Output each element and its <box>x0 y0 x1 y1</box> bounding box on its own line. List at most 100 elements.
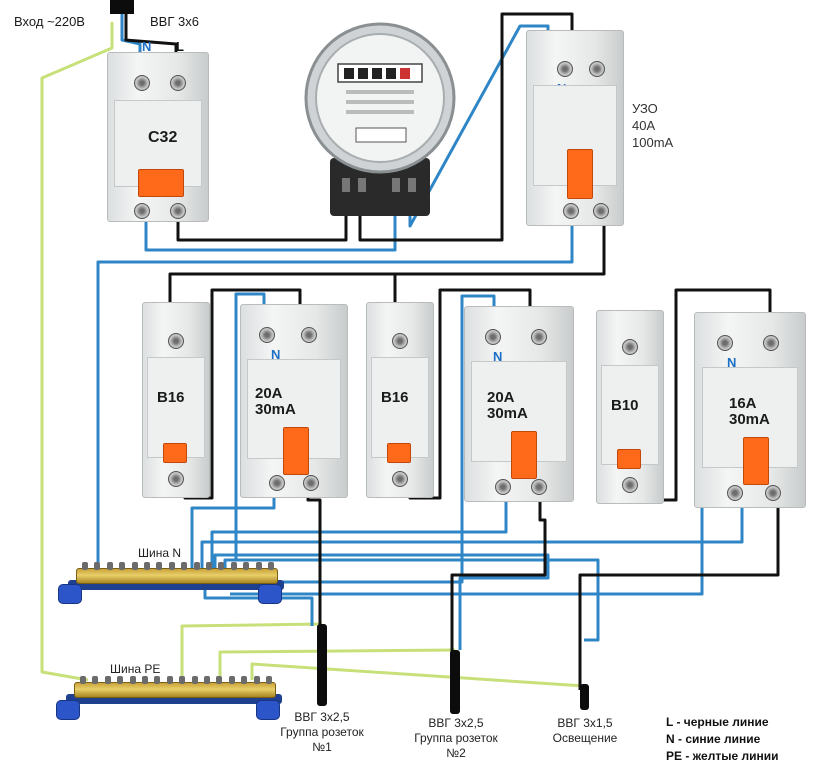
terminal-screw <box>259 327 275 343</box>
breaker-rating: B10 <box>611 397 639 414</box>
terminal-screw <box>531 329 547 345</box>
bus-terminal-screw <box>156 562 163 570</box>
terminal-screw <box>557 61 573 77</box>
breaker-b10: B10 <box>596 310 664 504</box>
pe-bus-bar <box>74 682 276 698</box>
main-breaker-rating: C32 <box>148 129 178 146</box>
terminal-screw <box>170 203 186 219</box>
rcd-current: 20A <box>487 389 515 406</box>
pe-wire-group1 <box>180 622 323 680</box>
rcd-group1: N 20A 30mA <box>240 304 348 498</box>
n-bus-insulator-right <box>258 584 282 604</box>
terminal-screw <box>485 329 501 345</box>
bus-terminal-screw <box>117 676 124 684</box>
breaker-b16-1: B16 <box>142 302 210 498</box>
breaker-face <box>370 357 430 459</box>
breaker-handle <box>617 449 641 469</box>
n-bus-base <box>68 580 284 590</box>
n-bus-insulator-left <box>58 584 82 604</box>
bus-terminal-screw <box>191 676 198 684</box>
legend-pe: PE - желтые линии <box>666 749 779 763</box>
legend-phase: L - черные линие <box>666 715 769 729</box>
cable-label-lighting: ВВГ 3х1,5 Освещение <box>530 716 640 746</box>
cable-group: Группа розеток <box>414 731 498 745</box>
bus-terminal-screw <box>230 562 237 570</box>
rcd-current: 20A <box>255 385 283 402</box>
main-breaker-c32: N L C32 <box>107 39 209 222</box>
legend-neutral: N - синие линие <box>666 732 761 746</box>
cable-end-group1 <box>317 624 327 706</box>
n-bus-label: Шина N <box>138 546 182 560</box>
n-bus-bar <box>76 568 278 584</box>
cable-end-light <box>580 684 589 710</box>
n-terminal-mark: N <box>142 39 152 54</box>
cable-number: №2 <box>446 746 466 760</box>
wire-color-legend: L - черные линие N - синие линие PE - же… <box>666 714 778 765</box>
l-wire-rcd2-out <box>450 480 547 655</box>
rcd-lighting: N 16A 30mA <box>694 312 806 508</box>
bus-terminal-screw <box>266 676 272 684</box>
uzo-labels: УЗО 40A 100mA <box>632 100 673 151</box>
n-terminal-mark: N <box>271 347 281 362</box>
rcd-handle <box>511 431 537 479</box>
bus-terminal-screw <box>82 562 88 570</box>
input-label: Вход ~220В <box>14 14 85 29</box>
cable-type: ВВГ 3х2,5 <box>428 716 484 730</box>
terminal-screw <box>622 477 638 493</box>
breaker-face <box>600 364 660 465</box>
terminal-screw <box>765 485 781 501</box>
uzo-title: УЗО <box>632 101 658 116</box>
bus-terminal-screw <box>179 676 186 684</box>
breaker-handle <box>163 443 187 463</box>
terminal-screw <box>589 61 605 77</box>
bus-terminal-screw <box>241 676 248 684</box>
terminal-screw <box>717 335 733 351</box>
rcd-handle <box>567 149 593 199</box>
breaker-handle <box>138 169 184 197</box>
bus-terminal-screw <box>181 562 188 570</box>
rcd-handle <box>283 427 309 475</box>
bus-terminal-screw <box>80 676 86 684</box>
terminal-screw <box>134 75 150 91</box>
rcd-handle <box>743 437 769 485</box>
bus-terminal-screw <box>154 676 161 684</box>
terminal-screw <box>134 203 150 219</box>
bus-terminal-screw <box>228 676 235 684</box>
cable-end-group2 <box>450 650 460 714</box>
l-terminal-mark: L <box>176 39 184 54</box>
pe-bus-base <box>66 694 282 704</box>
rcd-face <box>532 85 618 187</box>
bus-terminal-screw <box>168 562 175 570</box>
input-cable-end <box>110 0 134 14</box>
bus-terminal-screw <box>104 676 111 684</box>
pe-bus-insulator-right <box>256 700 280 720</box>
bus-terminal-screw <box>94 562 101 570</box>
cable-label-group1: ВВГ 3х2,5 Группа розеток №1 <box>262 710 382 755</box>
breaker-b16-2: B16 <box>366 302 434 498</box>
bus-terminal-screw <box>255 562 262 570</box>
meter-graphic <box>304 22 456 216</box>
bus-terminal-screw <box>268 562 274 570</box>
terminal-screw <box>727 485 743 501</box>
bus-terminal-screw <box>92 676 99 684</box>
terminal-screw <box>168 471 184 487</box>
cable-label-group2: ВВГ 3х2,5 Группа розеток №2 <box>396 716 516 761</box>
pe-wire-light <box>250 662 585 688</box>
bus-terminal-screw <box>106 562 113 570</box>
bus-terminal-screw <box>131 562 138 570</box>
terminal-screw <box>495 479 511 495</box>
bus-terminal-screw <box>206 562 212 570</box>
bus-terminal-screw <box>253 676 260 684</box>
l-wire-rcd3-out <box>578 488 780 690</box>
breaker-rating: B16 <box>157 389 185 406</box>
cable-group: Группа розеток <box>280 725 364 739</box>
bus-terminal-screw <box>119 562 126 570</box>
terminal-screw <box>563 203 579 219</box>
l-wire-rcd1-out <box>306 478 322 626</box>
terminal-screw <box>168 333 184 349</box>
breaker-handle <box>387 443 411 463</box>
terminal-screw <box>593 203 609 219</box>
electricity-meter <box>300 18 460 218</box>
bus-terminal-screw <box>216 676 223 684</box>
pe-bus-insulator-left <box>56 700 80 720</box>
